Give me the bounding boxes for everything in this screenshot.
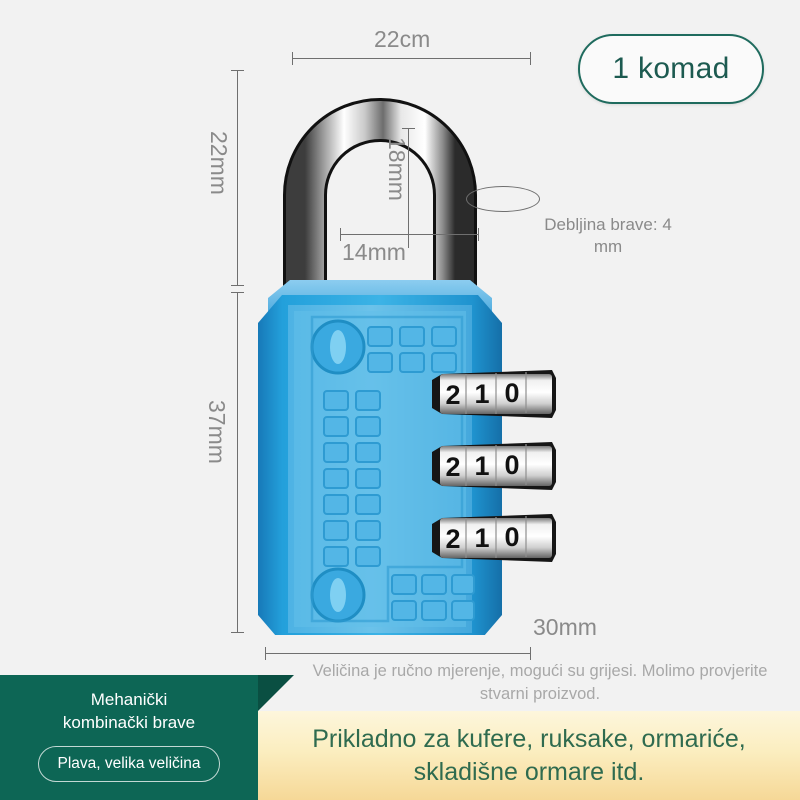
bottom-width-cap-right (530, 647, 531, 660)
thickness-indicator-ellipse (466, 186, 540, 212)
dial-digit: 0 (504, 522, 519, 552)
bottom-width-label: 30mm (533, 614, 597, 640)
variant-pill: Plava, velika veličina (38, 746, 220, 782)
left-lower-label: 37mm (204, 400, 230, 464)
shackle-width-dimension-line (340, 234, 478, 235)
left-upper-dimension-line (237, 70, 238, 285)
shackle-width-label: 14mm (342, 239, 406, 265)
shackle-height-dimension-line (408, 128, 409, 248)
shackle-width-cap-left (340, 228, 341, 241)
bottom-width-dimension-line (265, 653, 530, 654)
left-upper-cap-top (231, 70, 244, 71)
product-type-panel: Mehanički kombinački brave Plava, velika… (0, 675, 258, 800)
usage-banner-text: Prikladno za kufere, ruksake, ormariće, … (284, 723, 774, 789)
left-lower-dimension-line (237, 292, 238, 632)
left-lower-cap-bottom (231, 632, 244, 633)
shackle-width-cap-right (478, 228, 479, 241)
bottom-width-cap-left (265, 647, 266, 660)
dial-digit: 1 (474, 451, 489, 481)
dial-digit: 0 (504, 450, 519, 480)
dial-digit: 2 (445, 524, 460, 554)
dial-digit: 1 (474, 523, 489, 553)
usage-banner: Prikladno za kufere, ruksake, ormariće, … (258, 711, 800, 800)
dial-digit: 1 (474, 379, 489, 409)
combination-dials: 2 1 0 2 1 0 2 1 0 (432, 368, 562, 568)
top-width-dimension-line (292, 58, 530, 59)
shackle-height-label: 18mm (384, 137, 410, 201)
measurement-disclaimer: Veličina je ručno mjerenje, mogući su gr… (312, 662, 768, 703)
shackle-height-cap-top (402, 128, 415, 129)
product-type-title: Mehanički kombinački brave (63, 688, 195, 734)
left-lower-cap-top (231, 292, 244, 293)
usage-banner-line2: skladišne ormare itd. (413, 757, 645, 786)
top-width-label: 22cm (374, 26, 431, 52)
dial-digit: 2 (445, 452, 460, 482)
product-type-title-line1: Mehanički (90, 690, 168, 709)
thickness-note-label: Debljina brave: 4 mm (544, 215, 672, 256)
left-upper-cap-bottom (231, 285, 244, 286)
quantity-badge-label: 1 komad (612, 52, 730, 85)
top-width-cap-right (530, 52, 531, 65)
panel-notch-decoration (258, 675, 294, 711)
dial-digit: 0 (504, 378, 519, 408)
quantity-badge: 1 komad (578, 34, 764, 104)
usage-banner-line1: Prikladno za kufere, ruksake, ormariće, (312, 724, 746, 753)
top-width-cap-left (292, 52, 293, 65)
dial-digit: 2 (445, 380, 460, 410)
left-upper-label: 22mm (206, 131, 232, 195)
product-type-title-line2: kombinački brave (62, 713, 196, 732)
